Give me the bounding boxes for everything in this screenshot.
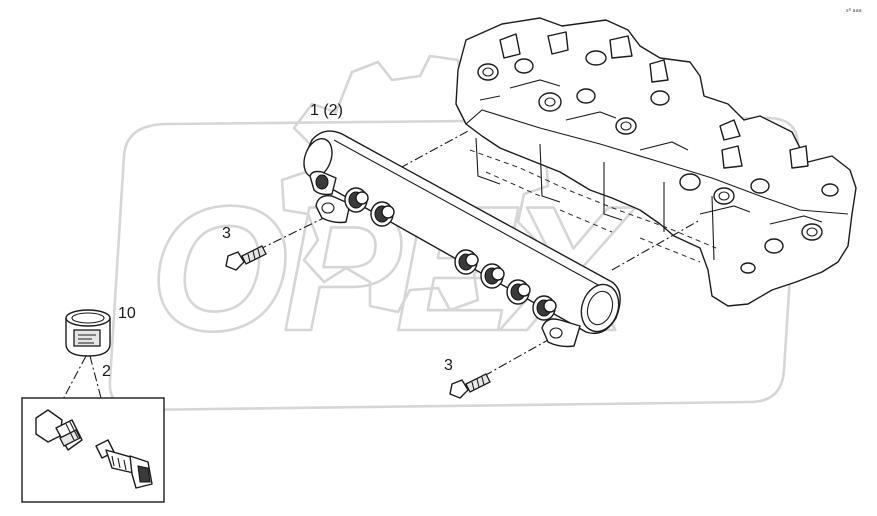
outlet-fitting xyxy=(454,249,479,275)
watermark-frame xyxy=(108,116,800,412)
callout-screw-upper: 3 xyxy=(222,225,231,242)
sensor-detail-box xyxy=(21,397,165,503)
callout-screw-lower: 3 xyxy=(444,357,453,374)
fuel-rail-icon xyxy=(303,130,621,348)
cylinder-head-ribs xyxy=(479,79,823,225)
cylinder-head-icon xyxy=(455,17,857,307)
outlet-fitting xyxy=(370,201,395,227)
cylinder-head-body xyxy=(455,17,857,307)
align-rail-to-head-2 xyxy=(611,219,701,271)
cylinder-head-hidden-lines xyxy=(469,149,717,263)
screw-icon xyxy=(225,245,267,271)
fuel-rail-outlets xyxy=(344,187,557,321)
callout-rail: 1 (2) xyxy=(310,102,343,119)
align-screw-lower xyxy=(483,339,549,377)
outlet-fitting xyxy=(506,279,531,305)
kit-can-lid xyxy=(65,309,111,327)
align-kit-to-sensor-a xyxy=(51,355,87,421)
outlet-fitting xyxy=(480,263,505,289)
pressure-sensor-icon xyxy=(95,439,153,489)
cylinder-head-ports xyxy=(477,50,839,274)
pressure-sensor-icon xyxy=(35,409,83,451)
outlet-fitting xyxy=(344,187,369,213)
corner-reference-mark: sº aaa xyxy=(846,8,862,14)
align-rail-to-head-1 xyxy=(399,129,471,169)
fuel-rail-right-end xyxy=(580,283,620,333)
fuel-rail-lug-right xyxy=(541,318,581,348)
screw-icon xyxy=(449,373,491,399)
callout-sensor: 2 xyxy=(102,363,111,380)
fuel-rail-highlight xyxy=(333,139,601,287)
outlet-fitting xyxy=(532,295,557,321)
fuel-rail-lug-left xyxy=(315,195,351,224)
cylinder-head-deck-edge xyxy=(475,137,715,261)
cylinder-head-deck xyxy=(465,109,849,215)
callout-sensor-kit: 10 xyxy=(118,305,136,322)
kit-can-label xyxy=(73,329,101,347)
cylinder-head-bosses xyxy=(499,31,809,169)
sensor-kit-icon xyxy=(65,309,111,357)
